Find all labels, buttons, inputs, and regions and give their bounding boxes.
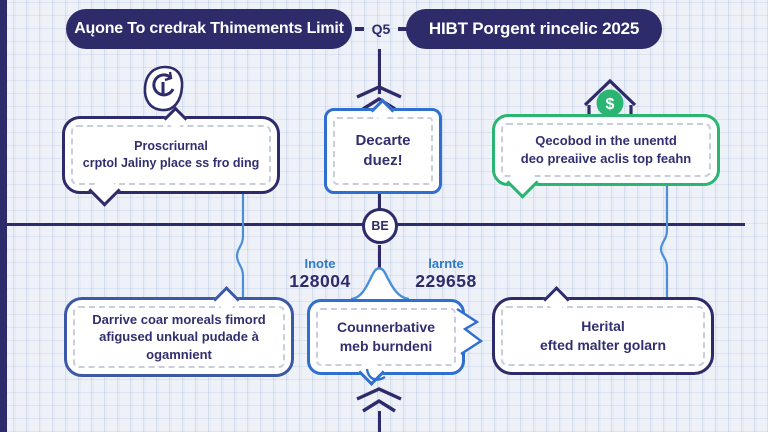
title-banner-left: Aųone To credrak Thimements Limit	[66, 9, 352, 49]
chevron-up-double-bottom-icon	[354, 387, 404, 413]
bubble-bottom-center: Counnerbative meb burndeni	[307, 299, 465, 386]
bubble-bottom-left: Darrive coar moreals fimord afigused unk…	[64, 286, 294, 377]
bubble-top-right-line2: deo preaiive aclis top feahn	[520, 151, 692, 166]
bubble-top-right-line1: Qecobod in the unentd	[535, 133, 677, 149]
bubble-top-left-line2: crptol Jaliny place ss fro ding	[82, 156, 260, 170]
bubble-top-center-line1: Decarte	[355, 131, 411, 149]
bubble-bottom-center-hook-tail	[362, 368, 392, 386]
dollar-symbol: $	[606, 96, 615, 113]
spine-line-bottom	[378, 411, 381, 432]
bubble-bottom-center-zigzag-tail	[456, 308, 484, 356]
title-banner-left-label: Aųone To credrak Thimements Limit	[74, 20, 344, 37]
house-dollar-icon: $	[580, 72, 640, 128]
title-banner-right: HIBT Porgent rincelic 2025	[406, 9, 662, 49]
bubble-bottom-center-line2: meb burndeni	[339, 338, 433, 354]
stat-right-value: 229658	[415, 271, 477, 291]
bubble-top-center-line2: duez!	[363, 152, 403, 169]
stat-right-label: larnte	[428, 256, 464, 271]
bubble-bottom-center-line1: Counnerbative	[336, 319, 435, 336]
bubble-bottom-left-line2: afigused unkual pudade à	[99, 329, 259, 345]
bubble-top-right: Qecobod in the unentd deo preaiive aclis…	[492, 114, 720, 199]
title-banner-right-label: HIBT Porgent rincelic 2025	[428, 19, 640, 38]
bubble-bottom-left-frame	[73, 306, 285, 368]
bubble-top-left: Proscriurnal crptol Jaliny place ss fro …	[62, 106, 280, 207]
connector-dash-left	[355, 27, 364, 31]
wavy-connector-left	[234, 186, 254, 300]
connector-dash-right	[398, 27, 407, 31]
bubble-bottom-center-frame	[316, 308, 456, 366]
bubble-top-left-line1: Proscriurnal	[134, 139, 208, 154]
stat-left-label: Inote	[304, 256, 336, 271]
bubble-bottom-center-tent-tail	[348, 264, 412, 300]
dollar-circle	[596, 89, 624, 117]
left-edge-strip	[0, 0, 7, 432]
bubble-bottom-right-line2: efted malter golarn	[539, 337, 667, 353]
bubble-top-center: Decarte duez!	[324, 98, 442, 194]
bubble-bottom-right: Herital efted malter golarn	[492, 286, 714, 375]
spine-line-below-node	[378, 245, 381, 271]
bubble-bottom-right-line1: Herital	[581, 318, 625, 335]
stat-left-value: 128004	[289, 271, 351, 291]
spine-line-top	[378, 49, 381, 94]
refresh-coin-icon	[136, 62, 190, 116]
stat-left: Inote 128004	[286, 256, 354, 292]
bubble-bottom-left-line3: ogamnient	[146, 346, 212, 362]
connector-label: Q5	[371, 21, 391, 37]
wavy-connector-right	[658, 180, 678, 298]
bubble-bottom-right-frame	[501, 306, 705, 366]
bubble-top-right-frame	[501, 123, 711, 177]
bubble-bottom-left-line1: Darrive coar moreals fimord	[92, 311, 266, 327]
timeline-node-label: BE	[371, 219, 389, 233]
stat-right: larnte 229658	[406, 256, 486, 292]
timeline-node: BE	[362, 208, 398, 244]
spine-line-mid	[378, 188, 381, 210]
